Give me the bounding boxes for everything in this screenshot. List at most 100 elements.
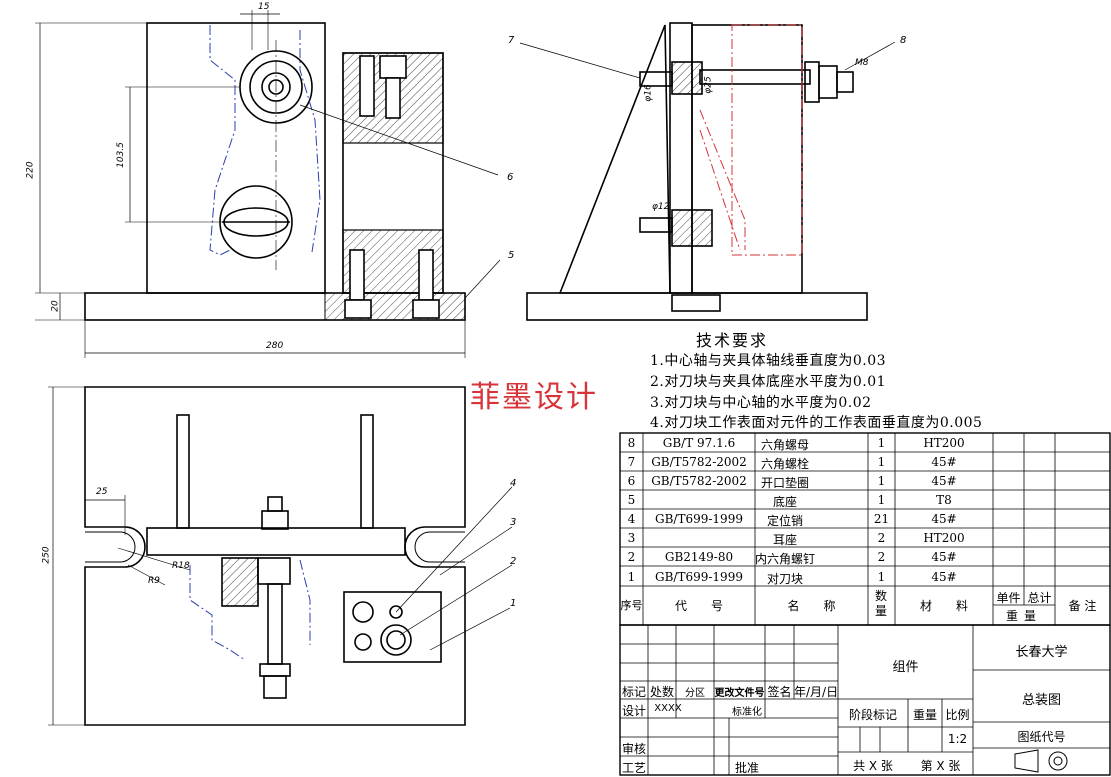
row-material: 45#	[931, 512, 957, 526]
row-code: GB/T 97.1.6	[662, 436, 736, 450]
row-material: HT200	[923, 531, 965, 545]
dim-phi25: φ25	[703, 76, 714, 94]
tb-scale-value: 1:2	[947, 732, 968, 746]
tb-design: 设计	[621, 704, 646, 718]
row-no: 3	[627, 531, 636, 545]
header-name: 名 称	[787, 599, 836, 613]
tb-approve: 批准	[734, 761, 759, 775]
tb-change-doc: 更改文件号	[714, 688, 765, 699]
tb-scale: 比例	[945, 708, 970, 722]
row-material: 45#	[931, 455, 957, 469]
balloon-1: 1	[510, 598, 517, 609]
tb-group: 组件	[892, 660, 919, 675]
tb-process: 工艺	[621, 761, 646, 775]
row-code: GB/T699-1999	[655, 570, 743, 584]
balloon-7: 7	[508, 35, 515, 46]
header-unit-weight: 单件	[996, 591, 1021, 605]
top-view	[48, 386, 513, 726]
row-name: 对刀块	[766, 572, 803, 586]
tb-date: 年/月/日	[794, 685, 839, 699]
row-code: GB/T5782-2002	[651, 474, 747, 488]
tb-review: 审核	[621, 742, 646, 756]
dim-r9: R9	[148, 576, 160, 586]
row-name: 六角螺栓	[760, 457, 809, 471]
row-code: GB/T5782-2002	[651, 455, 747, 469]
dim-250: 250	[41, 546, 52, 564]
title-block	[619, 624, 1111, 776]
dim-20: 20	[50, 300, 61, 312]
tb-standardize: 标准化	[732, 707, 762, 718]
dim-280: 280	[266, 341, 284, 351]
tb-zone: 分区	[685, 688, 705, 699]
header-no: 序号	[620, 599, 643, 612]
row-qty: 2	[877, 531, 886, 545]
row-no: 5	[627, 493, 636, 507]
dim-phi12: φ12	[652, 202, 670, 212]
tech-req-2: 2.对刀块与夹具体底座水平度为0.01	[650, 374, 887, 390]
balloon-3: 3	[510, 517, 517, 528]
row-material: HT200	[923, 436, 965, 450]
row-code: GB2149-80	[664, 550, 734, 564]
row-qty: 2	[877, 550, 886, 564]
row-no: 7	[627, 455, 636, 469]
tech-req-3: 3.对刀块与中心轴的水平度为0.02	[650, 395, 872, 411]
row-no: 4	[627, 512, 636, 526]
tb-stage-mark: 阶段标记	[848, 708, 897, 722]
row-name: 耳座	[772, 533, 797, 547]
row-material: 45#	[931, 570, 957, 584]
row-material: 45#	[931, 550, 957, 564]
row-material: T8	[936, 493, 952, 507]
row-name: 开口垫圈	[760, 476, 809, 490]
tb-weight: 重量	[912, 708, 937, 722]
tb-mark: 标记	[621, 685, 646, 699]
row-name: 内六角螺钉	[755, 552, 816, 566]
dim-25: 25	[96, 487, 108, 497]
row-qty: 1	[877, 570, 886, 584]
dim-r18: R18	[172, 561, 190, 571]
row-qty: 1	[877, 474, 886, 488]
tb-sheet-no: 第 X 张	[920, 759, 961, 773]
tb-designer: XXXX	[654, 703, 682, 714]
balloon-6: 6	[507, 172, 514, 183]
tech-req-4: 4.对刀块工作表面对元件的工作表面垂直度为0.005	[650, 415, 983, 431]
row-no: 1	[627, 570, 636, 584]
dim-220: 220	[25, 161, 36, 179]
header-total-weight: 总计	[1027, 591, 1052, 605]
balloon-2: 2	[510, 556, 517, 567]
row-no: 8	[627, 436, 636, 450]
row-name: 六角螺母	[760, 438, 809, 452]
row-name: 底座	[772, 495, 797, 509]
tb-company: 长春大学	[1015, 645, 1068, 660]
watermark: 菲墨设计	[470, 380, 598, 415]
tb-sheets-total: 共 X 张	[853, 759, 893, 773]
row-qty: 1	[877, 455, 886, 469]
dim-phi16: φ16	[643, 84, 654, 102]
header-material: 材 料	[919, 599, 968, 613]
balloon-5: 5	[508, 250, 515, 261]
header-remarks: 备 注	[1068, 599, 1097, 613]
row-no: 2	[627, 550, 636, 564]
header-code: 代 号	[674, 599, 723, 613]
row-qty: 21	[873, 512, 890, 526]
balloon-8: 8	[900, 35, 907, 46]
side-view	[519, 22, 896, 321]
balloon-4: 4	[510, 478, 517, 489]
dim-15: 15	[258, 2, 270, 12]
row-qty: 1	[877, 436, 886, 450]
tb-count: 处数	[649, 685, 674, 699]
tb-drawing-code: 图纸代号	[1017, 730, 1066, 744]
front-view	[35, 10, 501, 358]
tech-req-1: 1.中心轴与夹具体轴线垂直度为0.03	[650, 353, 887, 369]
row-no: 6	[627, 474, 636, 488]
dim-m8: M8	[855, 58, 869, 68]
tb-signature: 签名	[767, 685, 792, 699]
row-name: 定位销	[766, 514, 803, 528]
row-material: 45#	[931, 474, 957, 488]
dim-103-5: 103.5	[115, 142, 126, 168]
tech-req-title: 技术要求	[696, 331, 769, 350]
tb-drawing-name: 总装图	[1021, 693, 1061, 708]
row-qty: 1	[877, 493, 886, 507]
header-weight: 重量	[1005, 609, 1042, 623]
header-qty: 数量	[874, 589, 887, 618]
